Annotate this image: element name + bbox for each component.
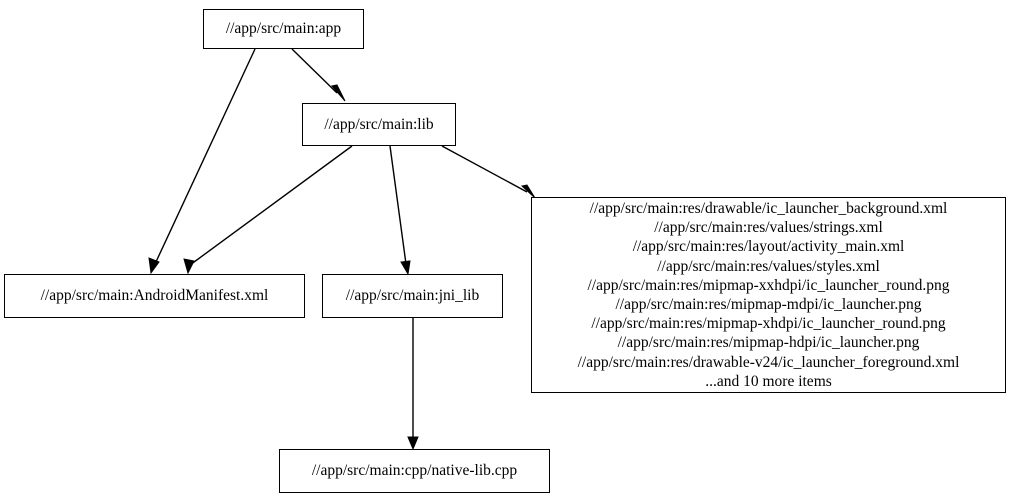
edge-lib-to-resources-arrowhead [520,184,536,199]
graph-node-resources-line: //app/src/main:res/values/strings.xml [654,219,883,237]
graph-node-app-label: //app/src/main:app [225,20,342,38]
edge-jni-lib-to-native-lib [407,318,419,451]
graph-node-native-lib-cpp-label: //app/src/main:cpp/native-lib.cpp [311,462,518,480]
graph-node-resources-line: //app/src/main:res/drawable/ic_launcher_… [589,199,948,217]
edge-lib-to-resources-line [441,145,528,193]
edge-app-to-manifest-line [154,48,256,265]
graph-node-resources-line: ...and 10 more items [705,372,832,390]
graph-node-resources-group[interactable]: //app/src/main:res/drawable/ic_launcher_… [531,197,1006,393]
edge-lib-to-manifest-line [189,145,353,266]
graph-node-app[interactable]: //app/src/main:app [203,9,364,49]
edge-lib-to-resources [441,145,536,199]
graph-node-native-lib-cpp[interactable]: //app/src/main:cpp/native-lib.cpp [279,449,550,493]
edge-app-to-lib-arrowhead [331,84,346,102]
edge-lib-to-manifest [183,145,353,275]
graph-node-resources-line: //app/src/main:res/mipmap-xhdpi/ic_launc… [591,315,946,333]
graph-node-lib-label: //app/src/main:lib [324,115,434,133]
graph-node-jni-lib[interactable]: //app/src/main:jni_lib [322,274,503,318]
graph-node-androidmanifest[interactable]: //app/src/main:AndroidManifest.xml [4,274,305,318]
edge-app-to-lib-line [291,48,338,94]
graph-node-resources-group-label: //app/src/main:res/drawable/ic_launcher_… [578,199,960,391]
graph-node-resources-line: //app/src/main:res/mipmap-hdpi/ic_launch… [617,334,920,352]
edge-jni-lib-to-native-lib-arrowhead [407,436,419,451]
edge-lib-to-jni-lib [389,145,411,276]
edge-lib-to-jni-lib-line [389,145,407,265]
graph-node-resources-line: //app/src/main:res/mipmap-mdpi/ic_launch… [615,296,922,313]
edge-lib-to-jni-lib-arrowhead [400,260,411,276]
graph-node-androidmanifest-label: //app/src/main:AndroidManifest.xml [40,287,269,305]
graph-node-resources-line: //app/src/main:res/values/styles.xml [657,257,880,275]
graph-node-resources-line: //app/src/main:res/mipmap-xxhdpi/ic_laun… [587,276,950,294]
edge-app-to-manifest [148,48,256,275]
edge-lib-to-manifest-arrowhead [183,258,195,275]
edge-app-to-lib [291,48,346,102]
graph-node-resources-line: //app/src/main:res/drawable-v24/ic_launc… [577,353,960,371]
graph-node-resources-line: //app/src/main:res/layout/activity_main.… [632,238,905,256]
graph-node-jni-lib-label: //app/src/main:jni_lib [345,287,480,305]
graph-node-lib[interactable]: //app/src/main:lib [302,103,456,146]
edge-app-to-manifest-arrowhead [148,257,160,275]
